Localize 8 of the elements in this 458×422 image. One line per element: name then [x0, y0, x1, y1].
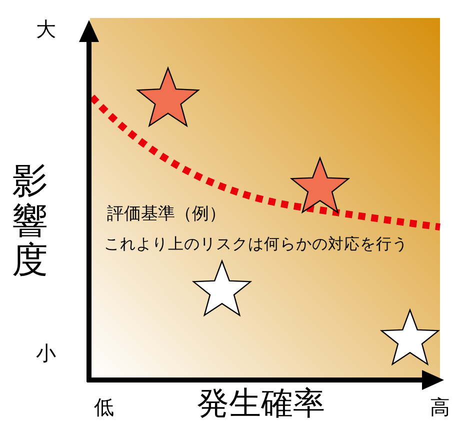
axis-max-label: 大	[36, 18, 56, 40]
criterion-note: これより上のリスクは何らかの対応を行う	[104, 236, 408, 254]
x-axis-title: 発生確率	[197, 386, 325, 422]
criterion-title: 評価基準（例）	[107, 205, 226, 224]
axis-max-label: 高	[430, 396, 450, 418]
axis-min-label: 低	[94, 396, 114, 418]
axis-min-label: 小	[36, 342, 56, 364]
y-axis-title: 影響度	[12, 162, 48, 281]
